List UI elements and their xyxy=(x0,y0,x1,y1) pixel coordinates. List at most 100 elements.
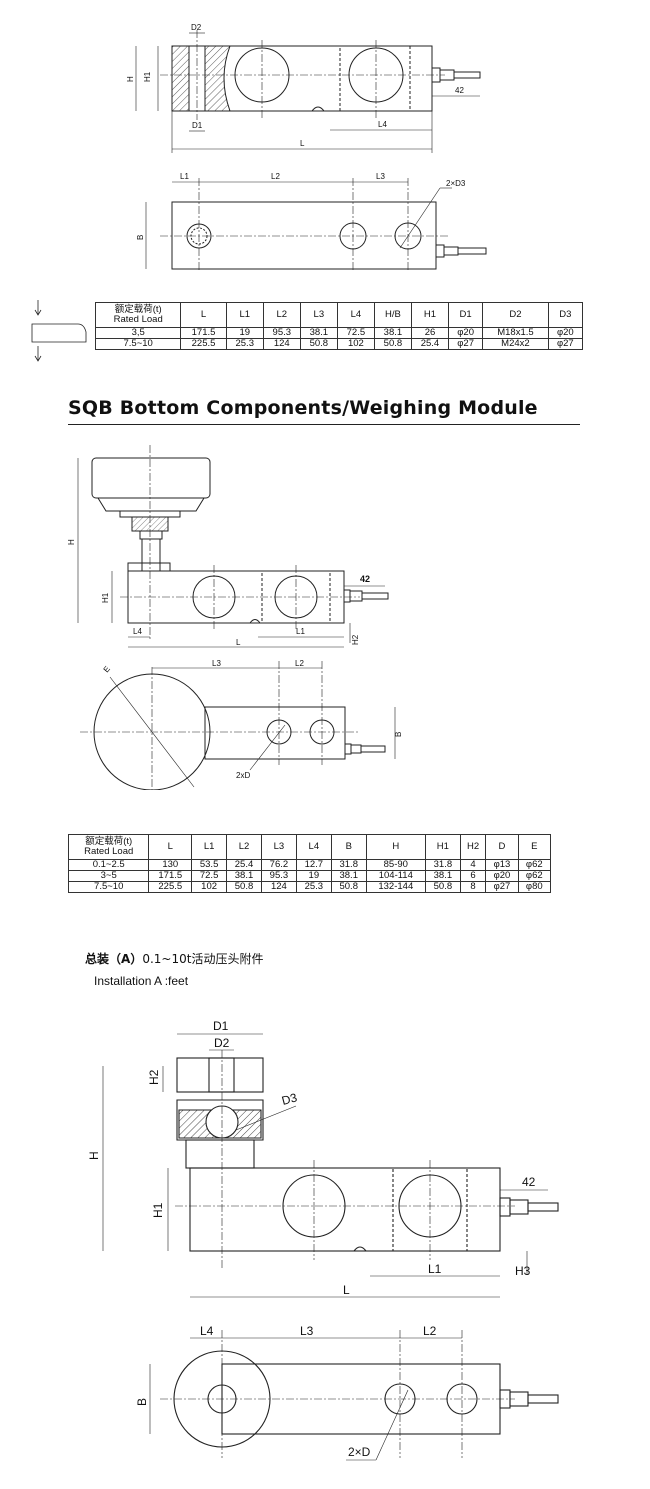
table-cell: 31.8 xyxy=(424,859,461,871)
label-l: L xyxy=(300,139,305,148)
table-cell: φ20 xyxy=(485,870,519,882)
table-header-cell: H1 xyxy=(410,302,450,328)
table-cell: 0.1~2.5 xyxy=(67,859,150,871)
table-cell: 124 xyxy=(262,338,301,350)
table-row: 3~5 171.5 72.5 38.1 95.3 19 38.1 104-114… xyxy=(67,870,552,882)
table-header-cell: L1 xyxy=(191,834,228,860)
label-l3: L3 xyxy=(376,172,385,181)
label-h2: H2 xyxy=(351,634,360,645)
table-header-cell: 额定载荷(t) Rated Load xyxy=(67,834,150,860)
table-cell: 25.4 xyxy=(226,859,262,871)
rated-load-cn: 额定载荷(t) xyxy=(85,836,133,847)
table-header-cell: L xyxy=(180,302,227,328)
installation-letter: A xyxy=(121,952,131,966)
table-header-cell: H1 xyxy=(424,834,461,860)
table-cell: 25.4 xyxy=(410,338,450,350)
table-cell: 38.1 xyxy=(424,870,461,882)
diagram2-top-view: E L3 L2 B 2xD xyxy=(80,659,403,790)
table-cell: 3,5 xyxy=(94,327,182,339)
table-cell: 171.5 xyxy=(148,870,193,882)
rated-load-en: Rated Load xyxy=(84,846,134,857)
installation-suffix: ） xyxy=(130,952,143,966)
table-cell: 19 xyxy=(295,870,332,882)
label-h1: H1 xyxy=(143,71,152,82)
table-cell: φ27 xyxy=(485,881,519,893)
table-cell: M18x1.5 xyxy=(482,327,549,339)
table-cell: φ80 xyxy=(517,881,552,893)
label-l2: L2 xyxy=(271,172,280,181)
label-b: B xyxy=(394,732,403,737)
table-header-cell: L4 xyxy=(295,834,332,860)
table-cell: 38.1 xyxy=(299,327,338,339)
table-header-row: 额定载荷(t) Rated Load L L1 L2 L3 L4 H/B H1 … xyxy=(94,302,584,328)
label-42: 42 xyxy=(522,1175,536,1189)
table-cell: 3~5 xyxy=(67,870,150,882)
table-header-cell: D2 xyxy=(482,302,549,328)
label-e: E xyxy=(102,664,112,674)
installation-heading-en: Installation A :feet xyxy=(94,974,189,988)
table-header-cell: L1 xyxy=(225,302,264,328)
label-b: B xyxy=(136,235,145,240)
table-cell: 7.5~10 xyxy=(94,338,182,350)
table-header-cell: D xyxy=(485,834,519,860)
table-cell: 12.7 xyxy=(295,859,332,871)
table-cell: 50.8 xyxy=(424,881,461,893)
table-cell: 38.1 xyxy=(373,327,412,339)
table-header-cell: H xyxy=(365,834,426,860)
table-header-cell: B xyxy=(330,834,367,860)
table-cell: M24x2 xyxy=(482,338,549,350)
table-header-cell: L3 xyxy=(299,302,338,328)
table-cell: 50.8 xyxy=(330,881,367,893)
table-header-cell: D1 xyxy=(447,302,484,328)
table-row: 0.1~2.5 130 53.5 25.4 76.2 12.7 31.8 85-… xyxy=(67,859,552,871)
label-l: L xyxy=(236,638,241,647)
table-cell: 132-144 xyxy=(365,881,426,893)
label-l4: L4 xyxy=(200,1324,214,1338)
table-header-cell: L3 xyxy=(260,834,297,860)
label-l1: L1 xyxy=(296,627,305,636)
table-cell: 53.5 xyxy=(191,859,228,871)
label-l3: L3 xyxy=(212,659,221,668)
label-h3: H3 xyxy=(515,1264,531,1278)
table-cell: 95.3 xyxy=(260,870,297,882)
table-cell: 8 xyxy=(459,881,487,893)
table-cell: 38.1 xyxy=(226,870,262,882)
diagram2-side-view: H H1 42 L4 L L1 H2 xyxy=(67,445,389,648)
label-d2: D2 xyxy=(214,1036,230,1050)
label-l: L xyxy=(343,1283,350,1297)
table-cell: 225.5 xyxy=(148,881,193,893)
table-cell: 19 xyxy=(225,327,264,339)
table-header-cell: L2 xyxy=(262,302,301,328)
installation-heading-cn: 总装（A）0.1~10t活动压头附件 xyxy=(85,950,263,967)
label-h2: H2 xyxy=(147,1069,161,1085)
diagram3-side-view: D1 D2 H2 D3 H H1 42 L1 H3 L xyxy=(87,1019,559,1298)
table-cell: 31.8 xyxy=(330,859,367,871)
label-l4: L4 xyxy=(133,627,142,636)
table-row: 7.5~10 225.5 102 50.8 124 25.3 50.8 132-… xyxy=(67,881,552,893)
table-cell: φ62 xyxy=(517,870,552,882)
table-header-cell: 额定载荷(t) Rated Load xyxy=(94,302,182,328)
diagram1-top-view: L1 L2 L3 2×D3 B xyxy=(136,172,487,272)
spec-table-1: 额定载荷(t) Rated Load L L1 L2 L3 L4 H/B H1 … xyxy=(94,302,584,350)
label-42: 42 xyxy=(455,86,464,95)
label-d1: D1 xyxy=(192,121,203,130)
table-cell: 38.1 xyxy=(330,870,367,882)
table-cell: φ27 xyxy=(547,338,584,350)
label-l2: L2 xyxy=(295,659,304,668)
label-d1: D1 xyxy=(213,1019,229,1033)
table-cell: 104-114 xyxy=(365,870,426,882)
table-header-cell: E xyxy=(517,834,552,860)
table-header-cell: L2 xyxy=(226,834,262,860)
label-h1: H1 xyxy=(151,1202,165,1218)
table-header-cell: L xyxy=(148,834,193,860)
installation-prefix: 总装（ xyxy=(85,952,122,966)
table-cell: 130 xyxy=(148,859,193,871)
table-cell: 95.3 xyxy=(262,327,301,339)
table-cell: 225.5 xyxy=(180,338,227,350)
table-cell: φ20 xyxy=(547,327,584,339)
table-cell: 72.5 xyxy=(191,870,228,882)
label-h: H xyxy=(87,1151,101,1160)
spec-table-2: 额定载荷(t) Rated Load L L1 L2 L3 L4 B H H1 … xyxy=(67,834,552,893)
table-cell: 72.5 xyxy=(336,327,375,339)
diagram1-side-view: D2 H1 H D1 L4 L 42 xyxy=(126,23,481,153)
